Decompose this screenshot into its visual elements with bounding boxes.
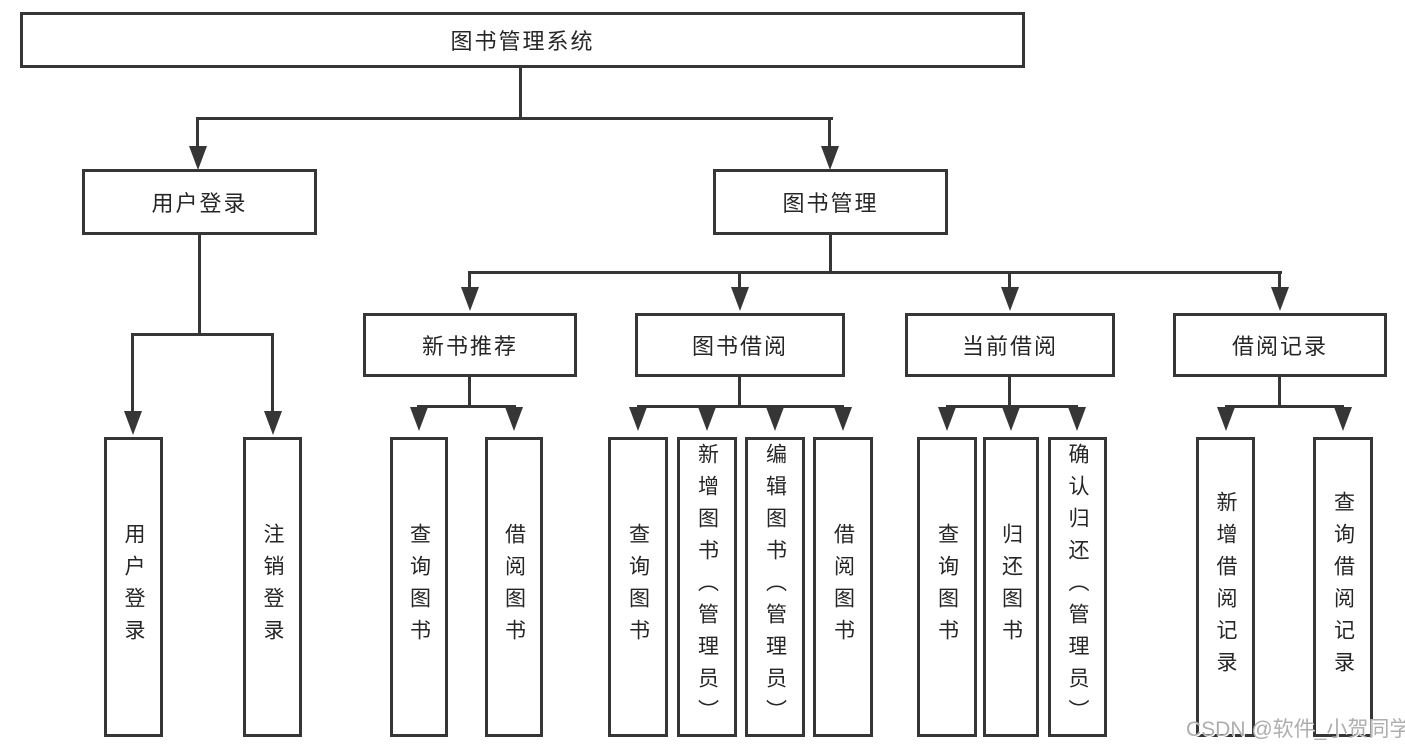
connector-line xyxy=(198,235,201,335)
arrow-down-icon xyxy=(938,407,956,431)
arrow-down-icon xyxy=(1001,287,1019,311)
connector-line xyxy=(738,377,741,408)
arrow-down-icon xyxy=(1334,407,1352,431)
arrow-down-icon xyxy=(189,146,207,170)
node-confirm-return-admin: 确认归还（管理员） xyxy=(1048,437,1107,737)
node-label: 用户登录 xyxy=(151,191,248,216)
node-label: 查询图书 xyxy=(407,523,431,651)
connector-line xyxy=(468,271,1282,274)
node-label: 归还图书 xyxy=(999,523,1023,651)
node-label: 查询图书 xyxy=(626,523,650,651)
node-new-book-recommendation: 新书推荐 xyxy=(363,313,577,377)
connector-line xyxy=(131,333,134,412)
node-label: 查询图书 xyxy=(935,523,959,651)
arrow-down-icon xyxy=(505,407,523,431)
arrow-down-icon xyxy=(124,411,142,435)
node-label: 编辑图书（管理员） xyxy=(763,443,787,731)
node-borrow-books-1: 借阅图书 xyxy=(485,437,543,737)
node-label: 确认归还（管理员） xyxy=(1066,443,1089,731)
node-label: 借阅图书 xyxy=(831,523,855,651)
node-library-management-system: 图书管理系统 xyxy=(20,12,1025,68)
node-logout: 注销登录 xyxy=(243,437,302,737)
connector-line xyxy=(946,405,1078,408)
connector-line xyxy=(1225,405,1344,408)
node-edit-book-admin: 编辑图书（管理员） xyxy=(745,437,805,737)
node-label: 新增图书（管理员） xyxy=(695,443,719,731)
node-borrow-books-2: 借阅图书 xyxy=(813,437,873,737)
connector-line xyxy=(1008,271,1011,288)
node-add-book-admin: 新增图书（管理员） xyxy=(677,437,737,737)
node-add-borrow-record: 新增借阅记录 xyxy=(1196,437,1255,737)
connector-line xyxy=(468,271,471,288)
arrow-down-icon xyxy=(1002,407,1020,431)
arrow-down-icon xyxy=(410,407,428,431)
node-label: 当前借阅 xyxy=(961,334,1058,359)
connector-line xyxy=(271,333,274,412)
connector-line xyxy=(196,117,833,120)
connector-line xyxy=(829,235,832,273)
node-label: 注销登录 xyxy=(261,523,284,651)
connector-line xyxy=(468,377,471,408)
connector-line xyxy=(131,333,274,336)
node-query-books-1: 查询图书 xyxy=(390,437,448,737)
connector-line xyxy=(1278,271,1281,288)
connector-line xyxy=(637,405,844,408)
connector-line xyxy=(738,271,741,288)
node-label: 借阅记录 xyxy=(1231,334,1328,359)
node-label: 新增借阅记录 xyxy=(1214,491,1237,683)
arrow-down-icon xyxy=(1271,287,1289,311)
connector-line xyxy=(196,117,199,148)
arrow-down-icon xyxy=(698,407,716,431)
arrow-down-icon xyxy=(834,407,852,431)
node-current-borrowing: 当前借阅 xyxy=(905,313,1115,377)
connector-line xyxy=(828,117,831,148)
node-query-borrow-record: 查询借阅记录 xyxy=(1313,437,1373,737)
node-book-management-module: 图书管理 xyxy=(713,169,948,235)
connector-line xyxy=(519,68,522,119)
node-query-books-3: 查询图书 xyxy=(917,437,977,737)
node-user-login-module: 用户登录 xyxy=(82,169,317,235)
arrow-down-icon xyxy=(264,411,282,435)
arrow-down-icon xyxy=(731,287,749,311)
node-label: 借阅图书 xyxy=(502,523,526,651)
node-book-borrowing: 图书借阅 xyxy=(635,313,845,377)
node-label: 图书管理系统 xyxy=(450,29,595,54)
arrow-down-icon xyxy=(461,287,479,311)
node-label: 查询借阅记录 xyxy=(1331,491,1355,683)
arrow-down-icon xyxy=(1217,407,1235,431)
node-return-books: 归还图书 xyxy=(983,437,1039,737)
arrow-down-icon xyxy=(1068,407,1086,431)
node-label: 图书管理 xyxy=(782,191,879,216)
node-label: 用户登录 xyxy=(122,523,145,651)
node-user-login: 用户登录 xyxy=(104,437,163,737)
csdn-watermark: CSDN @软件_小贺同学 xyxy=(1186,718,1405,741)
arrow-down-icon xyxy=(821,146,839,170)
node-borrowing-records: 借阅记录 xyxy=(1173,313,1387,377)
arrow-down-icon xyxy=(629,407,647,431)
node-label: 新书推荐 xyxy=(421,334,518,359)
connector-line xyxy=(1008,377,1011,408)
connector-line xyxy=(417,405,516,408)
node-query-books-2: 查询图书 xyxy=(608,437,668,737)
connector-line xyxy=(1278,377,1281,408)
node-label: 图书借阅 xyxy=(691,334,788,359)
arrow-down-icon xyxy=(766,407,784,431)
